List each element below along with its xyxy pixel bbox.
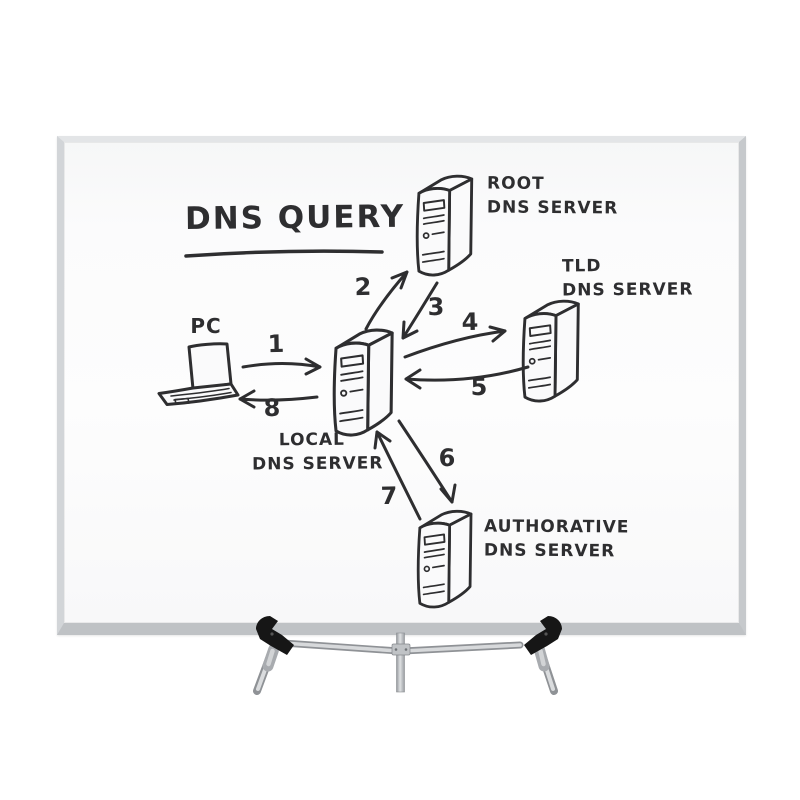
tld-label-line2: DNS SERVER xyxy=(562,279,694,301)
diagram-title: DNS QUERY xyxy=(184,198,406,238)
local-label-line2: DNS SERVER xyxy=(252,453,384,475)
step-number-5: 5 xyxy=(470,372,488,402)
auth-label-line1: AUTHORATIVE xyxy=(484,516,630,538)
pc-node-label: PC xyxy=(190,314,222,338)
step-number-7: 7 xyxy=(380,481,398,511)
step-number-2: 2 xyxy=(354,272,372,302)
stand-center-bracket xyxy=(391,643,411,656)
root-label-line2: DNS SERVER xyxy=(486,197,619,219)
step-number-6: 6 xyxy=(438,443,456,473)
tld-label-line1: TLD xyxy=(561,256,602,277)
step-number-1: 1 xyxy=(267,329,285,359)
stand-crossbar-right xyxy=(399,641,524,655)
step-number-8: 8 xyxy=(263,393,281,423)
stand-leg-right xyxy=(533,636,558,695)
step-number-4: 4 xyxy=(461,307,479,337)
auth-label-line2: DNS SERVER xyxy=(483,540,616,562)
root-label-line1: ROOT xyxy=(487,173,545,194)
step-number-3: 3 xyxy=(427,292,445,322)
root-dns-server-label: ROOT DNS SERVER xyxy=(487,172,619,221)
stand-center-pole xyxy=(396,632,405,693)
stand-leg-left xyxy=(253,636,280,695)
local-label-line1: LOCAL xyxy=(278,429,346,451)
stand-crossbar-left xyxy=(279,639,403,655)
